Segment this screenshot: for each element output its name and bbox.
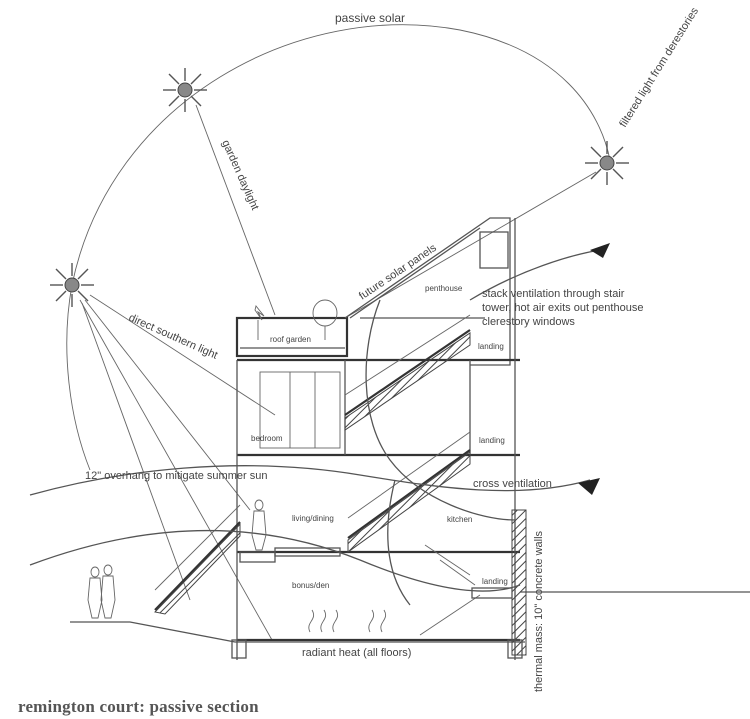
label-bonus-den: bonus/den — [292, 581, 329, 590]
label-landing-top: landing — [478, 342, 504, 351]
label-stack-ventilation-2: tower, hot air exits out penthouse — [482, 302, 643, 314]
label-filtered-light: filtered light from derestories — [617, 5, 701, 129]
airflow-curves — [29, 249, 601, 606]
airflow-arrow-top — [590, 243, 610, 258]
stairs — [154, 329, 513, 636]
radiant-heat-squiggles — [308, 609, 386, 633]
label-landing-low: landing — [482, 577, 508, 586]
sun-path-arc-lower — [66, 284, 91, 471]
label-overhang: 12" overhang to mitigate summer sun — [85, 470, 267, 482]
people-figures — [87, 499, 267, 619]
roof-trees — [254, 299, 338, 340]
label-passive-solar: passive solar — [335, 11, 405, 25]
label-penthouse: penthouse — [425, 284, 463, 293]
label-roof-garden: roof garden — [270, 335, 311, 344]
label-future-solar-panels: future solar panels — [357, 242, 439, 303]
label-concrete-walls: thermal mass: 10" concrete walls — [533, 530, 545, 692]
airflow-arrow-cross — [578, 478, 600, 495]
ground-line — [70, 621, 525, 643]
label-garden-daylight: garden daylight — [219, 138, 261, 212]
label-landing-mid: landing — [479, 436, 505, 445]
sun-icon-left — [50, 263, 94, 307]
label-kitchen: kitchen — [447, 515, 472, 524]
sun-icon-right — [585, 141, 629, 185]
sun-path-arc — [71, 24, 611, 286]
building-section — [231, 217, 527, 660]
sun-icon-top — [163, 68, 207, 112]
label-bedroom: bedroom — [251, 434, 283, 443]
label-stack-ventilation-3: clerestory windows — [482, 316, 575, 328]
label-stack-ventilation-1: stack ventilation through stair — [482, 288, 625, 300]
caption: remington court: passive section — [18, 697, 259, 716]
label-direct-southern-light: direct southern light — [127, 312, 220, 362]
label-living-dining: living/dining — [292, 514, 334, 523]
label-radiant-heat: radiant heat (all floors) — [302, 647, 411, 659]
light-rays — [79, 104, 597, 641]
label-cross-ventilation: cross ventilation — [473, 478, 552, 490]
